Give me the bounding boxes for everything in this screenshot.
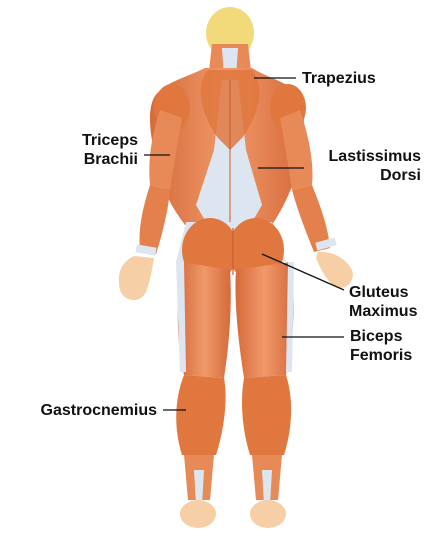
label-gluteus-maximus: Gluteus Maximus bbox=[349, 283, 417, 321]
right-calf bbox=[242, 375, 291, 455]
label-gastrocnemius-line1: Gastrocnemius bbox=[41, 401, 157, 420]
left-calf bbox=[176, 375, 225, 455]
label-trapezius-line1: Trapezius bbox=[302, 69, 376, 88]
left-forearm bbox=[139, 185, 170, 254]
label-latissimus-line1: Lastissimus bbox=[329, 147, 421, 166]
label-biceps-line2: Femoris bbox=[350, 346, 412, 365]
label-triceps-line2: Brachii bbox=[82, 150, 138, 169]
right-thigh bbox=[235, 262, 293, 378]
label-triceps-line1: Triceps bbox=[82, 131, 138, 150]
label-latissimus-line2: Dorsi bbox=[329, 166, 421, 185]
left-foot bbox=[180, 500, 216, 528]
right-foot bbox=[250, 500, 286, 528]
label-triceps-brachii: Triceps Brachii bbox=[82, 131, 138, 169]
label-gastrocnemius: Gastrocnemius bbox=[41, 401, 157, 420]
label-gluteus-line1: Gluteus bbox=[349, 283, 417, 302]
label-latissimus-dorsi: Lastissimus Dorsi bbox=[329, 147, 421, 185]
left-hand bbox=[119, 256, 154, 300]
label-trapezius: Trapezius bbox=[302, 69, 376, 88]
right-hand bbox=[316, 252, 353, 288]
label-biceps-femoris: Biceps Femoris bbox=[350, 327, 412, 365]
label-gluteus-line2: Maximus bbox=[349, 302, 417, 321]
label-biceps-line1: Biceps bbox=[350, 327, 412, 346]
